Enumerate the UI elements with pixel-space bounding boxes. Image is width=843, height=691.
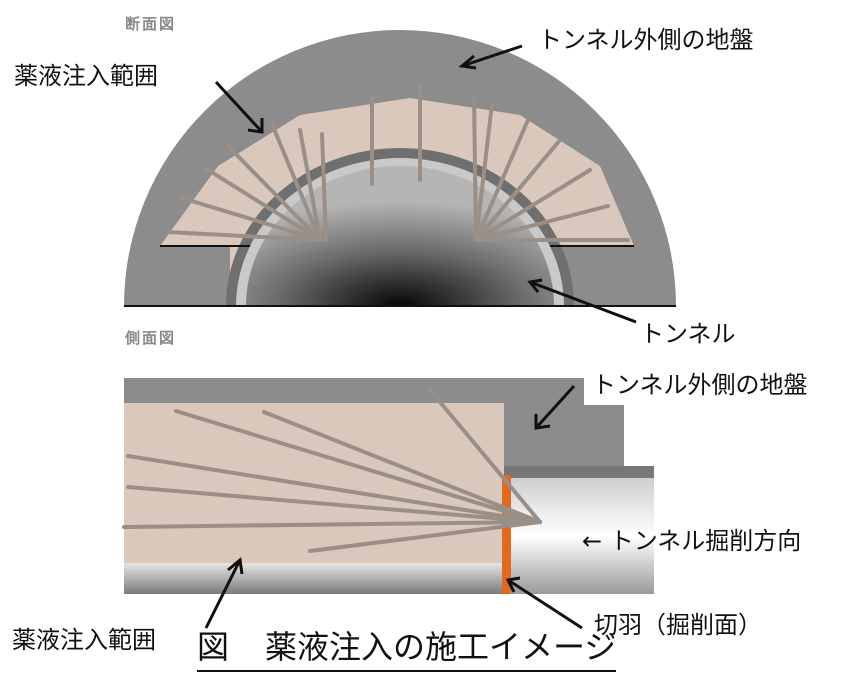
grout-pipe — [126, 454, 542, 524]
grout-pipe — [298, 128, 322, 242]
grout-pipe — [428, 388, 542, 524]
grout-pipe — [174, 409, 542, 524]
grout-pipe — [270, 122, 322, 242]
grout-pipe — [203, 166, 322, 242]
grout-pipe — [474, 138, 562, 242]
label-outer-ground-side: トンネル外側の地盤 — [592, 371, 808, 399]
face-cutting-surface — [502, 475, 511, 594]
arrow-grout-zone-side — [204, 557, 244, 629]
grout-pipe — [474, 204, 610, 242]
caption-text: 薬液注入の施工イメージ — [265, 628, 617, 666]
label-outer-ground-top: トンネル外側の地盤 — [538, 26, 754, 54]
side-view — [122, 378, 654, 594]
grout-pipe — [180, 196, 322, 242]
arrow-tunnel — [527, 278, 637, 324]
label-excavation-direction: ← トンネル掘削方向 — [582, 527, 802, 555]
grout-pipe — [308, 520, 542, 553]
figure-caption: 図薬液注入の施工イメージ — [197, 622, 617, 672]
grout-pipe — [320, 132, 328, 242]
cross-section-view — [124, 30, 676, 307]
arrows — [204, 44, 637, 630]
grout-pipe — [474, 168, 592, 242]
grout-pipe — [474, 102, 494, 242]
caption-prefix: 図 — [197, 628, 230, 666]
arrow-face — [505, 576, 583, 630]
tunnel-floor — [124, 563, 504, 594]
arrow-outer-ground-side — [534, 384, 576, 430]
grout-pipe — [166, 230, 322, 242]
label-tunnel: トンネル — [640, 320, 736, 348]
grout-pipe — [122, 520, 542, 529]
outer-ground-side-step — [584, 405, 624, 466]
tunnel-lining-side — [504, 466, 654, 478]
label-grout-zone-side: 薬液注入範囲 — [12, 626, 156, 654]
grout-pipe — [472, 94, 478, 242]
grout-pipe — [126, 485, 542, 524]
section-view-title: 断面図 — [125, 15, 177, 33]
grout-pipe — [474, 118, 530, 242]
grout-pipes-side — [122, 388, 542, 553]
grout-pipes-section — [166, 84, 630, 242]
arrow-grout-zone-top — [214, 80, 264, 134]
tunnel-bore — [510, 478, 654, 594]
arrow-outer-ground-top — [458, 44, 523, 70]
grout-pipe — [226, 144, 322, 242]
grout-pipe — [262, 410, 542, 524]
label-cutting-face: 切羽（掘削面） — [594, 611, 762, 639]
side-view-title: 側面図 — [125, 329, 177, 347]
label-grout-zone-top: 薬液注入範囲 — [14, 62, 158, 90]
